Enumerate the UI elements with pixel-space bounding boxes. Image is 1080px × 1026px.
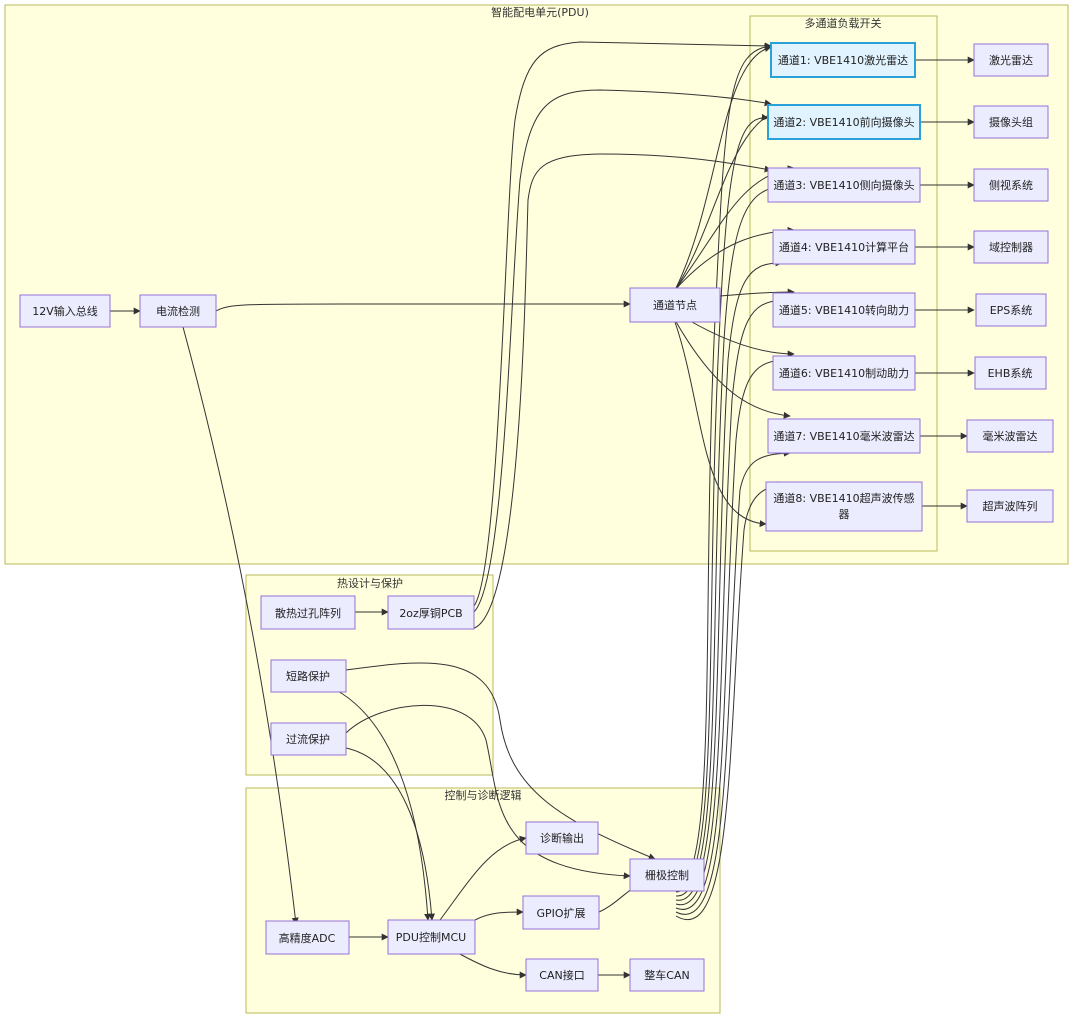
node-ch8[interactable]: 通道8: VBE1410超声波传感 器	[765, 481, 923, 532]
node-ch2[interactable]: 通道2: VBE1410前向摄像头	[767, 104, 921, 140]
node-vehicle-can[interactable]: 整车CAN	[629, 958, 705, 992]
node-current-detect[interactable]: 电流检测	[139, 294, 217, 328]
node-ch1-label: 通道1: VBE1410激光雷达	[778, 53, 908, 67]
node-short-protect[interactable]: 短路保护	[270, 659, 347, 693]
node-domain-ctrl-label: 域控制器	[989, 240, 1033, 254]
group-channels: 多通道负载开关	[749, 15, 938, 552]
edge-detect-to-node	[215, 300, 631, 312]
edge-detect-to-adc	[182, 326, 299, 925]
node-ultrasonic[interactable]: 超声波阵列	[966, 489, 1054, 523]
node-ch7-label: 通道7: VBE1410毫米波雷达	[773, 429, 914, 443]
edge-node-to-ch1	[674, 45, 772, 291]
node-pcb[interactable]: 2oz厚铜PCB	[387, 595, 475, 630]
edge-gate-to-ch8	[675, 481, 785, 920]
node-ehb-label: EHB系统	[988, 367, 1033, 380]
node-ch8-label-line1: 通道8: VBE1410超声波传感	[773, 491, 914, 505]
node-ch5-label: 通道5: VBE1410转向助力	[779, 303, 909, 317]
node-short-protect-label: 短路保护	[286, 669, 330, 683]
node-input-bus[interactable]: 12V输入总线	[19, 294, 111, 328]
edge-pcb-to-ch2	[473, 89, 772, 613]
node-eps-label: EPS系统	[990, 304, 1033, 317]
edge-pcb-to-ch1	[473, 41, 772, 607]
node-vias[interactable]: 散热过孔阵列	[260, 595, 356, 630]
node-camera-group-label: 摄像头组	[989, 115, 1033, 129]
group-thermal-title: 热设计与保护	[337, 576, 403, 590]
node-camera-group[interactable]: 摄像头组	[973, 105, 1049, 139]
node-mmw-radar[interactable]: 毫米波雷达	[966, 419, 1054, 453]
edge-mcu-to-gpio	[474, 908, 524, 921]
node-ch8-label-line2: 器	[839, 508, 850, 521]
node-adc-label: 高精度ADC	[279, 931, 336, 945]
node-vehicle-can-label: 整车CAN	[644, 968, 689, 982]
node-ch6[interactable]: 通道6: VBE1410制动助力	[772, 355, 916, 391]
node-overcurrent[interactable]: 过流保护	[270, 722, 347, 756]
edge-node-to-ch8	[674, 321, 767, 528]
node-channel-node-label: 通道节点	[653, 298, 697, 312]
edge-gate-to-ch7	[675, 449, 791, 915]
node-ch7[interactable]: 通道7: VBE1410毫米波雷达	[767, 418, 921, 454]
node-vias-label: 散热过孔阵列	[275, 606, 341, 620]
node-ch6-label: 通道6: VBE1410制动助力	[779, 366, 909, 380]
node-diag-out-label: 诊断输出	[540, 831, 584, 845]
node-current-detect-label: 电流检测	[156, 304, 200, 318]
node-channel-node[interactable]: 通道节点	[629, 287, 721, 323]
node-ch3-label: 通道3: VBE1410侧向摄像头	[773, 178, 914, 192]
group-pdu-title: 智能配电单元(PDU)	[491, 5, 589, 19]
node-ch4[interactable]: 通道4: VBE1410计算平台	[772, 229, 916, 265]
node-lidar-label: 激光雷达	[989, 53, 1033, 67]
node-domain-ctrl[interactable]: 域控制器	[973, 230, 1049, 264]
node-pcb-label: 2oz厚铜PCB	[399, 606, 462, 620]
node-ch2-label: 通道2: VBE1410前向摄像头	[773, 115, 914, 129]
edge-over-to-mcu	[345, 747, 435, 921]
edge-over-to-gate	[345, 704, 631, 880]
edge-short-to-mcu	[335, 689, 432, 921]
node-can[interactable]: CAN接口	[525, 958, 599, 992]
node-ch3[interactable]: 通道3: VBE1410侧向摄像头	[767, 167, 921, 203]
node-ch5[interactable]: 通道5: VBE1410转向助力	[772, 292, 916, 328]
group-control-title: 控制与诊断逻辑	[445, 788, 522, 802]
node-can-label: CAN接口	[539, 969, 584, 982]
edge-gate-to-ch1	[675, 43, 772, 889]
node-ehb[interactable]: EHB系统	[974, 356, 1047, 390]
edge-mcu-to-diag	[439, 835, 527, 921]
edge-gate-to-ch2	[675, 113, 769, 893]
node-ultrasonic-label: 超声波阵列	[983, 499, 1038, 513]
node-lidar[interactable]: 激光雷达	[973, 43, 1049, 77]
node-overcurrent-label: 过流保护	[286, 732, 330, 746]
node-mcu-label: PDU控制MCU	[396, 930, 466, 944]
edge-pcb-to-ch3	[464, 153, 772, 630]
node-mcu[interactable]: PDU控制MCU	[387, 919, 476, 955]
node-side-view[interactable]: 侧视系统	[973, 168, 1049, 202]
node-input-bus-label: 12V输入总线	[32, 304, 98, 318]
node-eps[interactable]: EPS系统	[975, 293, 1047, 327]
node-side-view-label: 侧视系统	[989, 178, 1033, 192]
node-adc[interactable]: 高精度ADC	[265, 920, 350, 955]
node-ch1[interactable]: 通道1: VBE1410激光雷达	[770, 42, 916, 78]
edge-mcu-to-can	[457, 952, 527, 979]
node-gate-ctrl[interactable]: 栅极控制	[629, 858, 705, 892]
node-gpio[interactable]: GPIO扩展	[522, 895, 600, 930]
node-diag-out[interactable]: 诊断输出	[525, 821, 599, 855]
group-channels-title: 多通道负载开关	[805, 16, 882, 30]
edge-gate-to-ch3	[675, 183, 783, 897]
node-gpio-label: GPIO扩展	[536, 906, 585, 920]
node-gate-ctrl-label: 栅极控制	[645, 868, 689, 882]
node-ch4-label: 通道4: VBE1410计算平台	[779, 240, 909, 254]
node-mmw-radar-label: 毫米波雷达	[983, 429, 1038, 443]
